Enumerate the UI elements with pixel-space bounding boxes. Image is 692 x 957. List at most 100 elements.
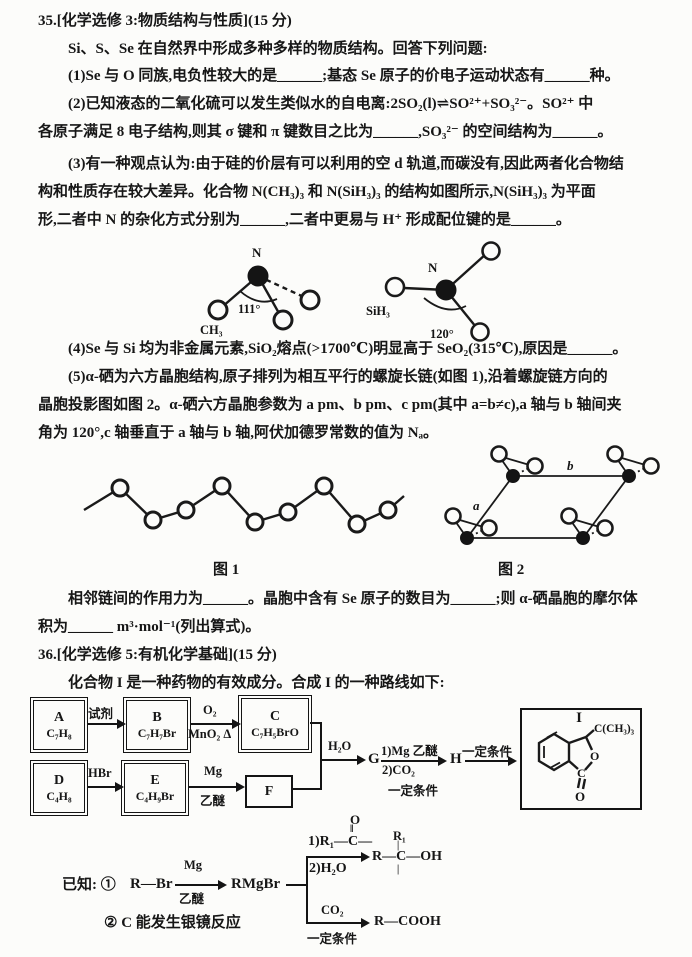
ch3-atom — [207, 299, 229, 321]
known-branch1-step2: 2)H₂O — [309, 861, 347, 876]
q35-header: 35.[化学选修 3:物质结构与性质](15 分) — [38, 13, 292, 29]
figure-2-caption: 图 2 — [498, 562, 525, 578]
flow-box-b-formula: C₇H₇Br — [137, 725, 177, 740]
known-branch2-top: CO₂ — [321, 903, 344, 917]
flow-box-e-formula: C₄H₉Br — [135, 788, 175, 803]
flow-box-a: A C₇H₈ — [30, 697, 88, 753]
known-arrow1 — [175, 884, 219, 886]
flow-box-f: F — [245, 775, 293, 808]
known-branch1-product: R—C—OH — [372, 849, 442, 864]
known-arrow1-bottom: 乙醚 — [179, 892, 205, 906]
flow-arrow-d-e-label: HBr — [88, 766, 112, 780]
se-atom — [176, 500, 196, 520]
molecule-n-ch3-figure: N 111° CH₃ — [200, 245, 321, 337]
n-atom — [435, 279, 457, 301]
flow-arrow-b-c-bottom-label: MnO₂ Δ — [188, 727, 232, 741]
flow-node-g: G — [368, 751, 380, 767]
known-branch1-arrow — [306, 856, 362, 858]
flow-box-a-formula: C₇H₈ — [46, 725, 72, 740]
known-branch2-bottom: 一定条件 — [307, 932, 358, 946]
q36-header: 36.[化学选修 5:有机化学基础](15 分) — [38, 647, 277, 663]
ch3-atom — [299, 289, 321, 311]
axis-b-label: b — [567, 458, 574, 473]
flow-box-d-formula: C₄H₈ — [46, 788, 72, 803]
corner-cluster — [560, 507, 614, 545]
flow-arrowhead — [357, 755, 366, 765]
flow-box-i — [520, 708, 642, 810]
n-label: N — [252, 245, 262, 260]
flow-box-e-name: E — [150, 772, 160, 788]
ch3-atom — [272, 309, 294, 331]
sih3-atom — [481, 241, 501, 261]
bond-angle-label: 120° — [430, 327, 454, 341]
flow-arrow-g-h-bottom-label: 一定条件 — [388, 784, 439, 798]
double-bond-symbol: ‖ — [350, 823, 354, 835]
flow-arrowhead — [117, 719, 126, 729]
flow-arrowhead — [361, 852, 370, 862]
product1-r1-label: R₁ — [393, 829, 406, 843]
se-atom — [347, 514, 367, 534]
n-label: N — [428, 260, 438, 275]
flow-connector — [310, 722, 322, 724]
q35-intro: Si、S、Se 在自然界中形成多种多样的物质结构。回答下列问题: — [68, 41, 488, 57]
corner-cluster — [490, 445, 544, 483]
sih3-atom — [470, 322, 490, 342]
flow-arrow-g-h — [381, 760, 439, 762]
known-start: R—Br — [130, 876, 173, 892]
q35-part5-line3: 角为 120°,c 轴垂直于 a 轴与 b 轴,阿伏加德罗常数的值为 Nₐ。 — [38, 425, 438, 441]
q35-part2-line2: 各原子满足 8 电子结构,则其 σ 键和 π 键数目之比为______,SO₃²… — [38, 124, 613, 140]
flow-arrow-b-c-top-label: O₂ — [203, 703, 217, 717]
se-atom — [143, 510, 163, 530]
flow-arrowhead — [218, 880, 227, 890]
q35-part5-line2: 晶胞投影图如图 2。α-硒六方晶胞参数为 a pm、b pm、c pm(其中 a… — [38, 397, 622, 413]
flow-arrowhead — [115, 782, 124, 792]
flow-box-f-name: F — [264, 783, 274, 799]
flow-box-c: C C₇H₅BrO — [238, 695, 312, 753]
flow-connector — [320, 722, 322, 790]
se-atom — [212, 476, 232, 496]
q35-part3-line3: 形,二者中 N 的杂化方式分别为______,二者中更易与 H⁺ 形成配位键的是… — [38, 212, 571, 228]
sih3-label: SiH₃ — [366, 304, 390, 318]
se-atom — [110, 478, 130, 498]
known-connector — [286, 884, 308, 886]
flow-box-b: B C₇H₇Br — [123, 697, 191, 753]
known-branch2-product: R—COOH — [374, 914, 441, 929]
known-branch1-reagent: 1)R₁—C— — [308, 834, 373, 849]
flow-arrowhead — [361, 918, 370, 928]
tert-butyl-label: C(CH₃)₃ — [594, 723, 635, 735]
compound-i-structure: O C O C(CH₃)₃ — [537, 723, 635, 804]
flow-box-d: D C₄H₈ — [30, 760, 88, 816]
flow-node-h: H — [450, 751, 462, 767]
carbonyl-c-label: C — [577, 766, 586, 780]
se-atom — [378, 500, 398, 520]
q35-part5-line1: (5)α-硒为六方晶胞结构,原子排列为相互平行的螺旋长链(如图 1),沿着螺旋链… — [68, 369, 608, 385]
corner-cluster — [606, 445, 660, 483]
known-bracket — [306, 856, 308, 924]
flow-box-a-name: A — [53, 709, 65, 725]
ring-oxygen-label: O — [590, 749, 599, 763]
bond-angle-label: 111° — [238, 302, 260, 316]
figure-2-unit-cell: a b — [444, 445, 660, 545]
bond-symbol: | — [397, 840, 400, 851]
flow-arrow-merge-g — [320, 759, 358, 761]
flow-arrow-b-c — [191, 723, 233, 725]
flow-connector — [291, 788, 322, 790]
flow-arrow-a-b-label: 试剂 — [88, 707, 114, 721]
q35-part2-line1: (2)已知液态的二氧化硫可以发生类似水的自电离:2SO₂(l)⇌SO²⁺+SO₃… — [68, 96, 594, 112]
known-intermediate: RMgBr — [231, 876, 281, 892]
known-label: 已知: ① — [62, 877, 116, 893]
flow-merge-label: H₂O — [328, 739, 352, 753]
flow-arrow-e-f-bottom-label: 乙醚 — [200, 794, 226, 808]
figure-1-chain — [83, 476, 405, 534]
q36-intro: 化合物 I 是一种药物的有效成分。合成 I 的一种路线如下: — [68, 675, 445, 691]
flow-box-b-name: B — [152, 709, 162, 725]
flow-box-c-name: C — [269, 708, 281, 724]
flow-box-d-name: D — [53, 772, 65, 788]
flow-box-i-name: I — [576, 710, 582, 726]
se-atom — [314, 476, 334, 496]
flow-arrow-a-b — [88, 723, 118, 725]
q35-part3-line1: (3)有一种观点认为:由于硅的价层有可以利用的空 d 轨道,而碳没有,因此两者化… — [68, 156, 624, 172]
flow-arrowhead — [438, 756, 447, 766]
figure-1-caption: 图 1 — [213, 562, 240, 578]
